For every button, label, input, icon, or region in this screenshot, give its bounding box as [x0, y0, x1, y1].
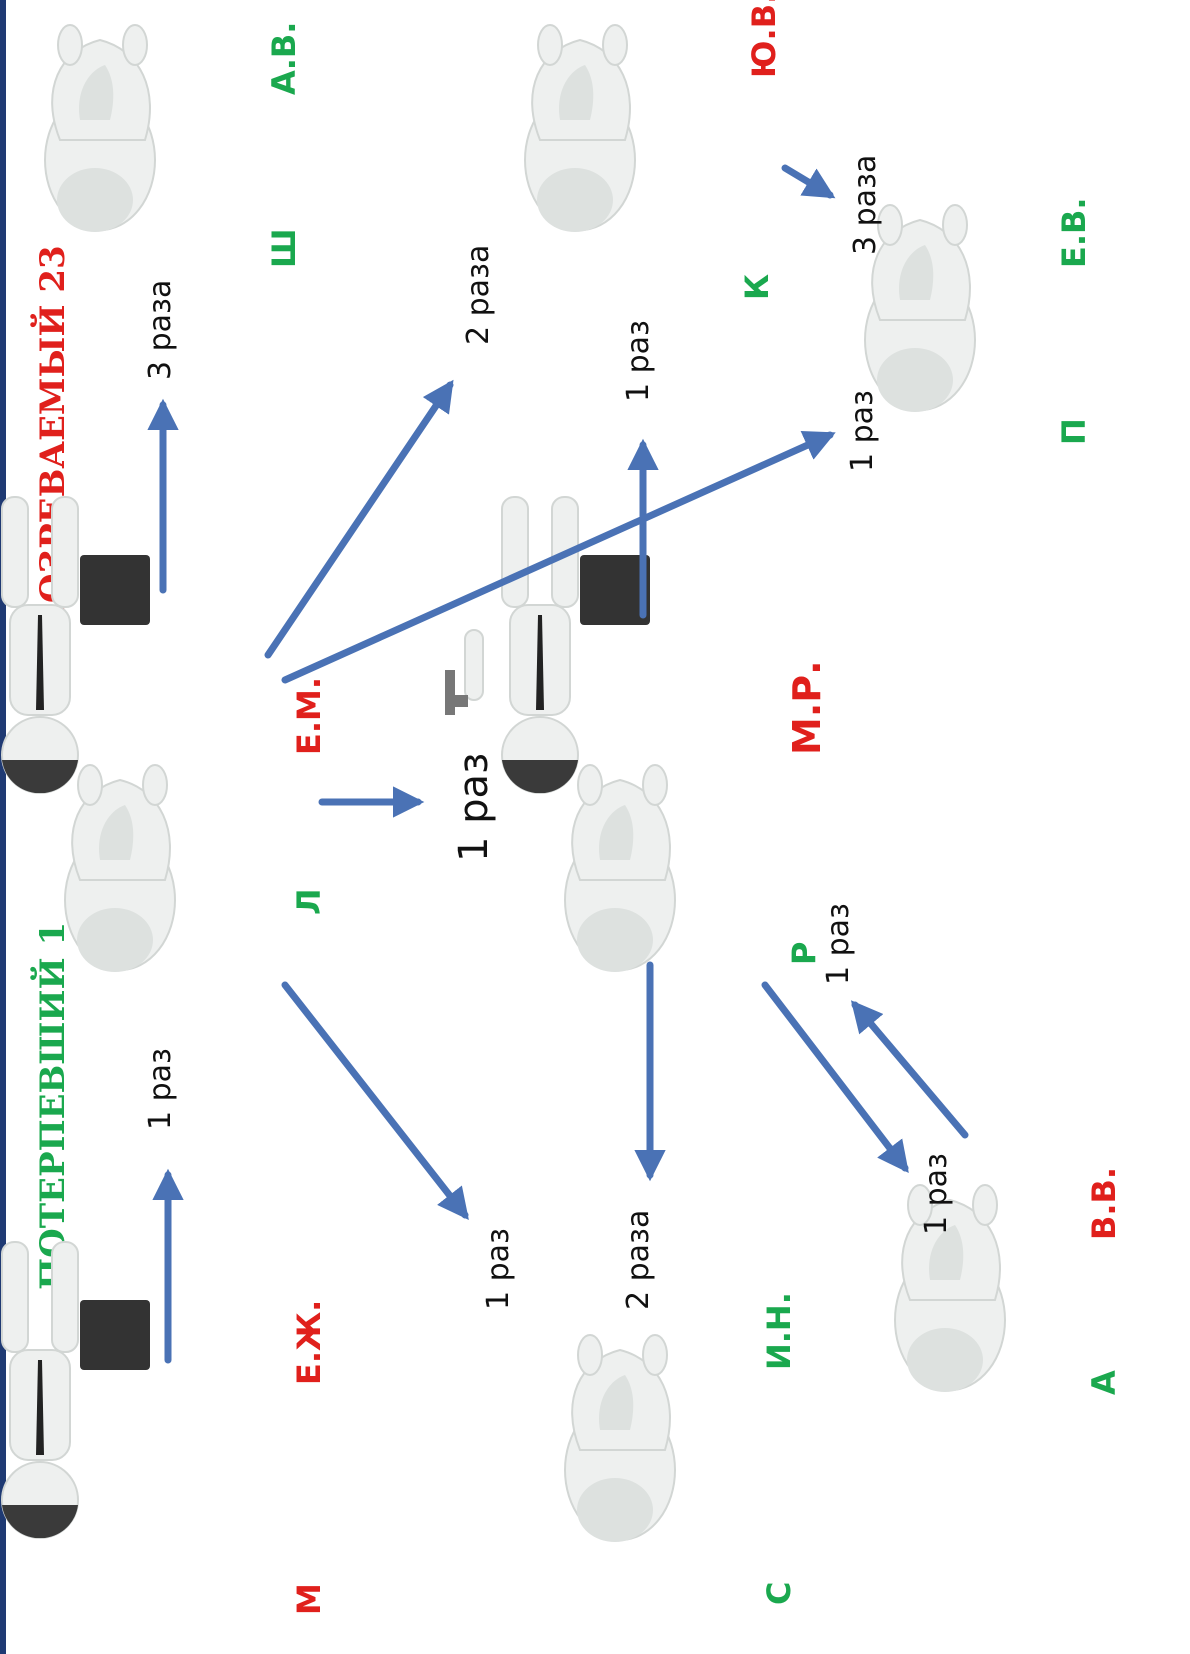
- label-mr: М.Р.: [785, 660, 829, 755]
- sitting-figure-k: [524, 24, 636, 233]
- arrow-a-to-r: [850, 1000, 969, 1139]
- label-r: Р: [785, 942, 823, 965]
- count-l-to-in: 1 раз: [481, 1228, 516, 1310]
- label-m: М: [290, 1583, 328, 1615]
- count-em-to-k: 2 раза: [461, 245, 496, 345]
- count-m-to-l: 1 раз: [143, 1048, 178, 1130]
- label-a: А: [1085, 1370, 1123, 1395]
- slide-border: [0, 0, 6, 1654]
- sitting-figure-s: [564, 1334, 676, 1543]
- count-em-to-p: 1 раз: [845, 390, 880, 472]
- sitting-figure-sh: [44, 24, 156, 233]
- count-r-to-a: 1 раз: [919, 1153, 954, 1235]
- robber-figure-mr: [444, 496, 651, 794]
- arrow-r-to-a: [761, 981, 909, 1174]
- label-s: С: [760, 1582, 798, 1605]
- label-p: П: [1055, 418, 1093, 445]
- label-ev: Е.В.: [1055, 197, 1093, 268]
- label-em: Е.М.: [290, 677, 328, 755]
- count-em-to-mr: 1 раз: [451, 753, 497, 862]
- arrow-l-to-in: [281, 981, 469, 1220]
- label-k: К: [738, 274, 776, 300]
- label-vv: В.В.: [1085, 1167, 1123, 1240]
- count-k-to-p: 3 раза: [848, 155, 883, 255]
- count-a-to-r: 1 раз: [821, 903, 856, 985]
- label-l: Л: [290, 888, 328, 915]
- label-in: И.Н.: [760, 1292, 798, 1370]
- victim-title: ПОТЕРПЕВШИЙ 1: [30, 922, 73, 1290]
- count-mr-to-k: 1 раз: [621, 320, 656, 402]
- robber-figure-em: [0, 496, 151, 794]
- count-em-to-sh: 3 раза: [143, 280, 178, 380]
- arrow-em-to-p: [281, 430, 836, 684]
- label-ezh: Е.Ж.: [290, 1300, 328, 1385]
- arrow-k-to-p: [781, 164, 836, 199]
- label-yuv: Ю.В.: [745, 0, 783, 78]
- sitting-figure-l: [64, 764, 176, 973]
- robber-figure-m: [0, 1241, 151, 1539]
- label-av: А.В.: [265, 22, 303, 95]
- label-sh: Ш: [265, 228, 303, 268]
- count-mr-to-s: 2 раза: [621, 1210, 656, 1310]
- arrow-em-to-k: [264, 379, 454, 659]
- sitting-figure-r: [564, 764, 676, 973]
